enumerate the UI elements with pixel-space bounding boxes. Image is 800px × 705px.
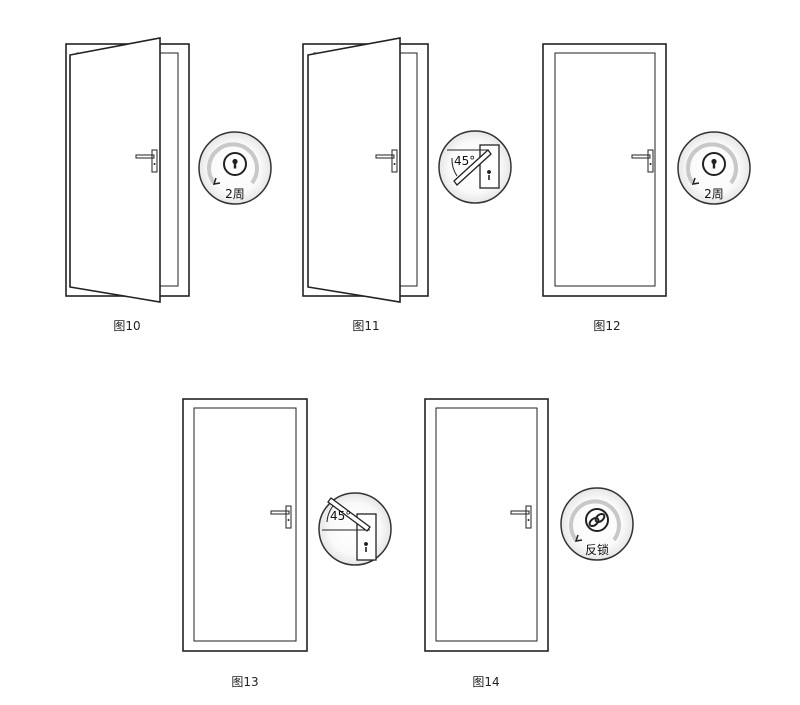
figure-caption: 图12: [593, 319, 620, 333]
figure-caption: 图11: [352, 319, 379, 333]
door-handle: [270, 505, 292, 529]
handle-angle-icon: 45°: [322, 497, 377, 561]
keyhole-badge: 2周: [198, 131, 272, 205]
handle-angle-badge: 45°: [318, 492, 392, 566]
door-frame: [424, 398, 549, 652]
door-handle: [135, 149, 158, 173]
badge-label: 反锁: [585, 542, 609, 557]
keyhole-icon: [232, 158, 238, 169]
figure-14: 反锁 图14: [424, 398, 634, 689]
handle-angle-icon: 45°: [447, 144, 500, 189]
door-handle: [631, 149, 654, 173]
angle-label: 45°: [330, 509, 351, 523]
reverse-lock-icon: [588, 512, 606, 528]
reverse-lock-badge: 反锁: [560, 487, 634, 561]
handle-angle-badge: 45°: [438, 130, 512, 204]
figure-11: 45° 图11: [302, 37, 512, 333]
door-handle: [375, 149, 398, 173]
badge-label: 2周: [704, 187, 724, 201]
door-frame: [182, 398, 308, 652]
figure-caption: 图13: [231, 675, 258, 689]
figure-caption: 图10: [113, 319, 140, 333]
figure-12: 2周 图12: [542, 43, 751, 333]
figure-10: 2周 图10: [65, 37, 272, 333]
angle-label: 45°: [454, 154, 475, 168]
keyhole-badge: 2周: [677, 131, 751, 205]
door-frame: [542, 43, 667, 297]
door-handle: [510, 505, 532, 529]
keyhole-icon: [711, 158, 717, 169]
open-door-leaf: [307, 37, 401, 303]
open-door-leaf: [69, 37, 161, 303]
figure-13: 45° 图13: [182, 398, 392, 689]
badge-label: 2周: [225, 187, 245, 201]
figure-caption: 图14: [472, 675, 499, 689]
